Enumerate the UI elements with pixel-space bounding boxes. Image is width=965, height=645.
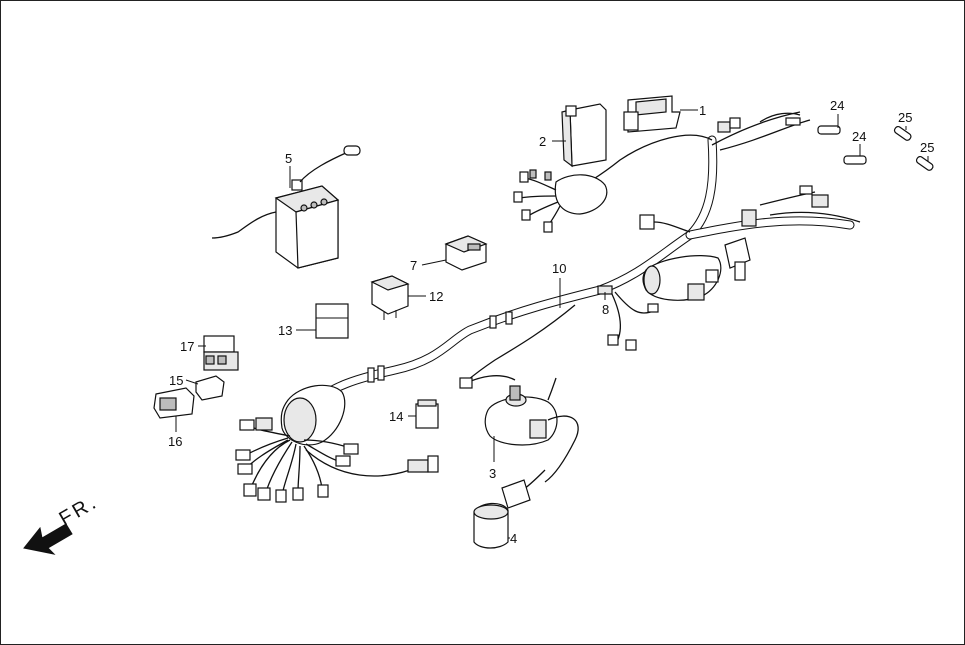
callout-17: 17 (180, 339, 194, 354)
part-7-relay[interactable] (444, 235, 488, 271)
part-17-connector-block[interactable] (203, 335, 239, 371)
callout-24-lower: 24 (852, 129, 866, 144)
callout-16: 16 (168, 434, 182, 449)
front-direction-label: FR. (56, 491, 103, 531)
callout-13: 13 (278, 323, 292, 338)
callout-14: 14 (389, 409, 403, 424)
harness-boot-front (280, 384, 346, 446)
callout-4: 4 (510, 531, 517, 546)
part-2-cdi-unit[interactable] (561, 103, 607, 168)
part-13-relay[interactable] (315, 303, 349, 339)
callout-labels: 1 2 3 4 5 7 8 10 12 13 14 15 16 17 24 24… (168, 98, 934, 546)
part-25-fuse-lower[interactable] (915, 155, 934, 171)
callout-12: 12 (429, 289, 443, 304)
callout-25-lower: 25 (920, 140, 934, 155)
callout-5: 5 (285, 151, 292, 166)
callout-1: 1 (699, 103, 706, 118)
callout-10: 10 (552, 261, 566, 276)
part-16-starter-relay[interactable] (153, 387, 195, 419)
front-direction-indicator: FR. (23, 491, 103, 555)
callout-3: 3 (489, 466, 496, 481)
part-3-ignition-coil[interactable] (459, 375, 579, 483)
part-4-plug-cap[interactable] (473, 469, 546, 549)
callout-8: 8 (602, 302, 609, 317)
part-1-fuse-box[interactable] (623, 95, 681, 133)
part-15-unit[interactable] (195, 375, 225, 401)
part-5-battery[interactable] (211, 145, 361, 269)
harness-boot-rear (607, 214, 751, 351)
part-12-relay[interactable] (370, 275, 410, 320)
left-connector-group (513, 169, 608, 233)
callout-25-upper: 25 (898, 110, 912, 125)
part-24-fuse-upper[interactable] (817, 125, 841, 135)
callout-15: 15 (169, 373, 183, 388)
leader-lines (175, 109, 929, 539)
callout-7: 7 (410, 258, 417, 273)
part-14-relay[interactable] (415, 399, 439, 429)
part-24-fuse-lower[interactable] (843, 155, 867, 165)
callout-2: 2 (539, 134, 546, 149)
front-connector-bundle (235, 417, 439, 503)
upper-right-connectors (717, 112, 861, 227)
callout-24-upper: 24 (830, 98, 844, 113)
part-25-fuse-upper[interactable] (893, 125, 912, 141)
front-arrow-icon (23, 523, 73, 555)
